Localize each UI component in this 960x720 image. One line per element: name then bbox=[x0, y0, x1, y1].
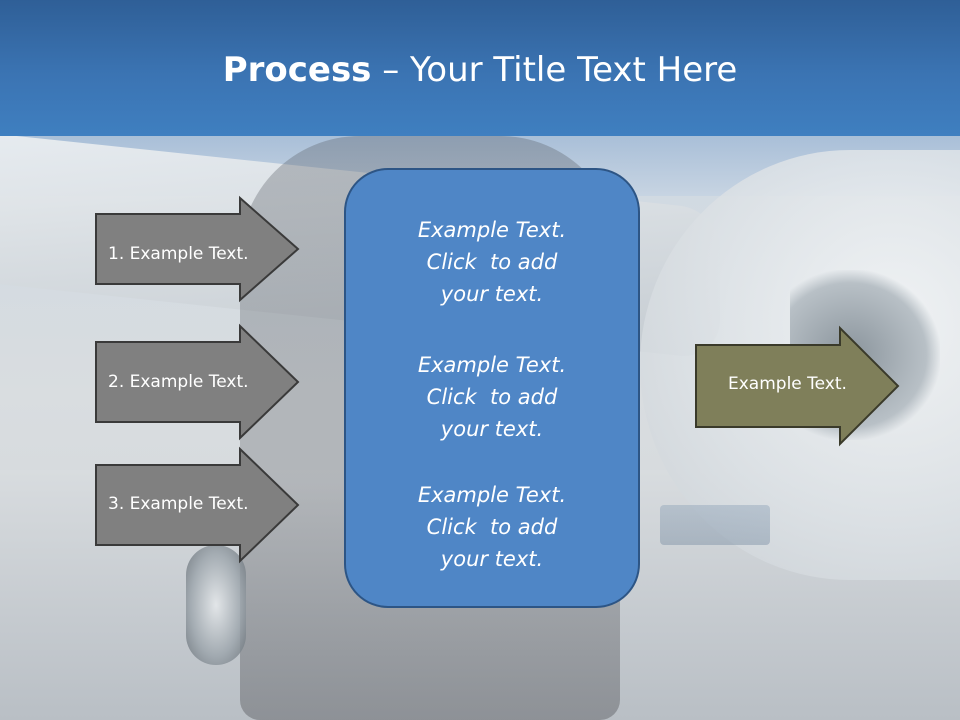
left-arrow-1[interactable]: 1. Example Text. bbox=[95, 195, 300, 303]
center-text-line: Click to add bbox=[426, 385, 558, 409]
center-text-block-1: Example Text. Click to add your text. bbox=[346, 214, 638, 310]
left-arrow-1-label: 1. Example Text. bbox=[108, 244, 249, 264]
center-text-line: your text. bbox=[440, 417, 544, 441]
background-wheel bbox=[186, 545, 246, 665]
left-arrow-3[interactable]: 3. Example Text. bbox=[95, 446, 300, 564]
background-vehicle bbox=[660, 505, 770, 545]
center-text-line: your text. bbox=[440, 282, 544, 306]
left-arrow-3-label: 3. Example Text. bbox=[108, 494, 249, 514]
slide-title[interactable]: Process – Your Title Text Here bbox=[0, 50, 960, 90]
center-text-line: your text. bbox=[440, 547, 544, 571]
left-arrow-2[interactable]: 2. Example Text. bbox=[95, 323, 300, 441]
slide-title-rest: – Your Title Text Here bbox=[371, 50, 738, 90]
right-arrow[interactable]: Example Text. bbox=[695, 325, 900, 447]
center-text-line: Example Text. bbox=[417, 483, 567, 507]
left-arrow-2-label: 2. Example Text. bbox=[108, 372, 249, 392]
center-text-block-3: Example Text. Click to add your text. bbox=[346, 479, 638, 575]
left-arrow-3-shape bbox=[95, 446, 300, 564]
left-arrow-2-shape bbox=[95, 323, 300, 441]
right-arrow-shape bbox=[695, 325, 900, 447]
center-text-line: Click to add bbox=[426, 250, 558, 274]
center-text-line: Example Text. bbox=[417, 218, 567, 242]
center-process-box[interactable]: Example Text. Click to add your text. Ex… bbox=[344, 168, 640, 608]
slide-title-bold: Process bbox=[222, 50, 372, 90]
left-arrow-1-shape bbox=[95, 195, 300, 303]
center-text-block-2: Example Text. Click to add your text. bbox=[346, 349, 638, 445]
center-text-line: Click to add bbox=[426, 515, 558, 539]
right-arrow-label: Example Text. bbox=[728, 374, 847, 394]
center-text-line: Example Text. bbox=[417, 353, 567, 377]
title-bar: Process – Your Title Text Here bbox=[0, 0, 960, 136]
